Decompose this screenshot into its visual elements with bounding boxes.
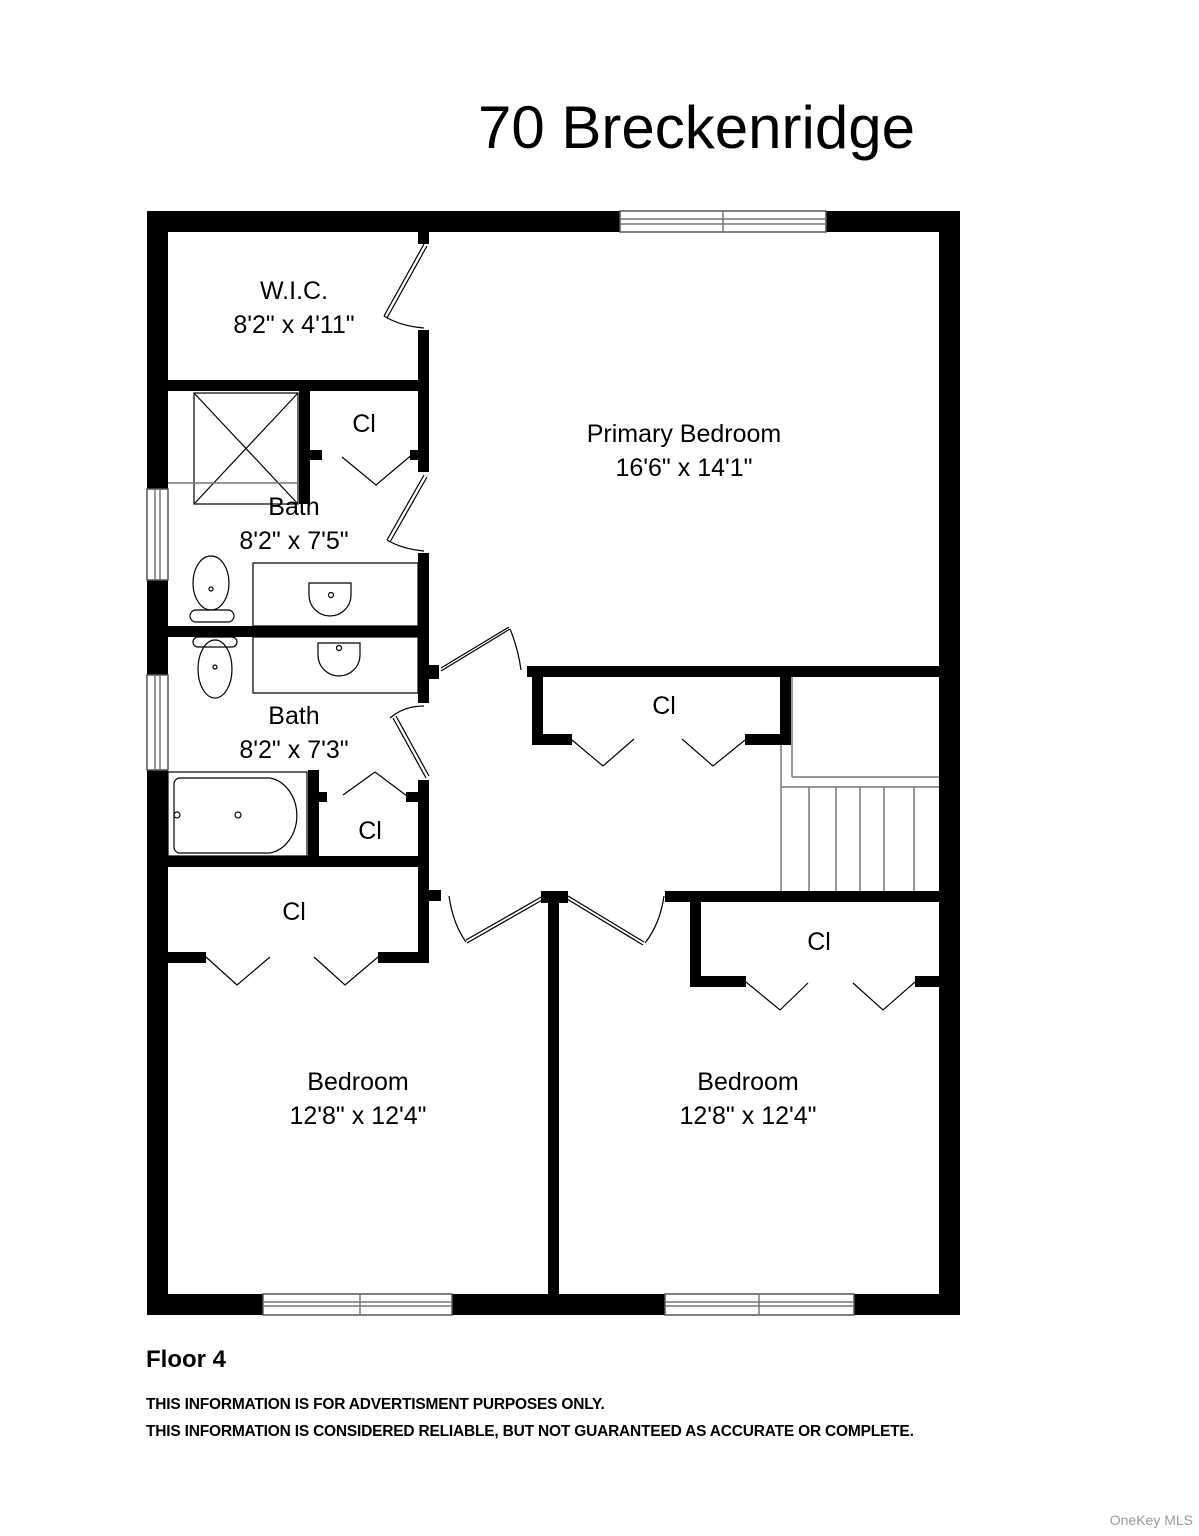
room-name-bedroom-right: Bedroom <box>697 1068 798 1096</box>
toilet-icon-bath2 <box>192 636 238 699</box>
window-bath1 <box>146 488 169 581</box>
bifold-cl-hall-b <box>681 738 746 767</box>
room-label-cl: Cl <box>358 817 382 845</box>
fixtures <box>167 392 419 857</box>
bifold-cl-right-a <box>745 981 809 1011</box>
watermark: OneKey MLS <box>1109 1512 1193 1528</box>
room-label-cl: Cl <box>807 928 831 956</box>
room-dims-primary-bedroom: 16'6" x 14'1" <box>615 454 752 482</box>
window-bottom-left <box>262 1293 453 1316</box>
window-top <box>619 210 827 233</box>
room-dims-bedroom-left: 12'8" x 12'4" <box>289 1102 426 1130</box>
window-bottom-right <box>664 1293 855 1316</box>
room-name-wic: W.I.C. <box>260 277 328 305</box>
bifold-cl-hall-a <box>571 738 635 767</box>
staircase <box>780 677 939 891</box>
bifold-cl-left-b <box>313 956 379 986</box>
door-bedroom-left <box>448 895 545 944</box>
shower-icon <box>168 392 299 505</box>
toilet-icon-bath1 <box>189 555 235 623</box>
floor-label: Floor 4 <box>146 1346 227 1373</box>
door-bedroom-right <box>566 895 665 946</box>
window-bath2 <box>146 674 169 771</box>
room-name-bath2: Bath <box>268 702 319 730</box>
windows <box>146 210 855 1316</box>
room-labels: W.I.C. 8'2" x 4'11" Primary Bedroom 16'6… <box>233 277 830 1130</box>
property-title: 70 Breckenridge <box>478 94 915 161</box>
room-dims-bath1: 8'2" x 7'5" <box>239 527 348 555</box>
room-name-primary-bedroom: Primary Bedroom <box>587 420 782 448</box>
room-label-cl: Cl <box>652 692 676 720</box>
room-label-cl: Cl <box>352 410 376 438</box>
room-dims-bedroom-right: 12'8" x 12'4" <box>679 1102 816 1130</box>
room-name-bedroom-left: Bedroom <box>307 1068 408 1096</box>
bifold-cl-left-a <box>205 956 271 986</box>
room-name-bath1: Bath <box>268 493 319 521</box>
vanity-bath2 <box>252 636 419 694</box>
door-bath2 <box>389 705 430 779</box>
bifold-cl-bath2 <box>342 771 408 797</box>
door-bath1 <box>386 474 428 552</box>
vanity-bath1 <box>252 562 419 627</box>
bathtub-icon <box>167 771 308 857</box>
door-primary-bedroom <box>440 626 522 672</box>
room-dims-bath2: 8'2" x 7'3" <box>239 736 348 764</box>
bifold-cl-bath1 <box>341 452 415 486</box>
bifold-cl-right-b <box>852 981 916 1011</box>
doors <box>205 243 916 1011</box>
disclaimer-line-2: THIS INFORMATION IS CONSIDERED RELIABLE,… <box>146 1423 914 1440</box>
disclaimer-line-1: THIS INFORMATION IS FOR ADVERTISMENT PUR… <box>146 1396 605 1413</box>
door-wic <box>383 243 428 329</box>
interior-walls <box>168 232 939 1294</box>
exterior-walls <box>147 211 960 1315</box>
room-dims-wic: 8'2" x 4'11" <box>233 311 354 339</box>
room-label-cl: Cl <box>282 898 306 926</box>
